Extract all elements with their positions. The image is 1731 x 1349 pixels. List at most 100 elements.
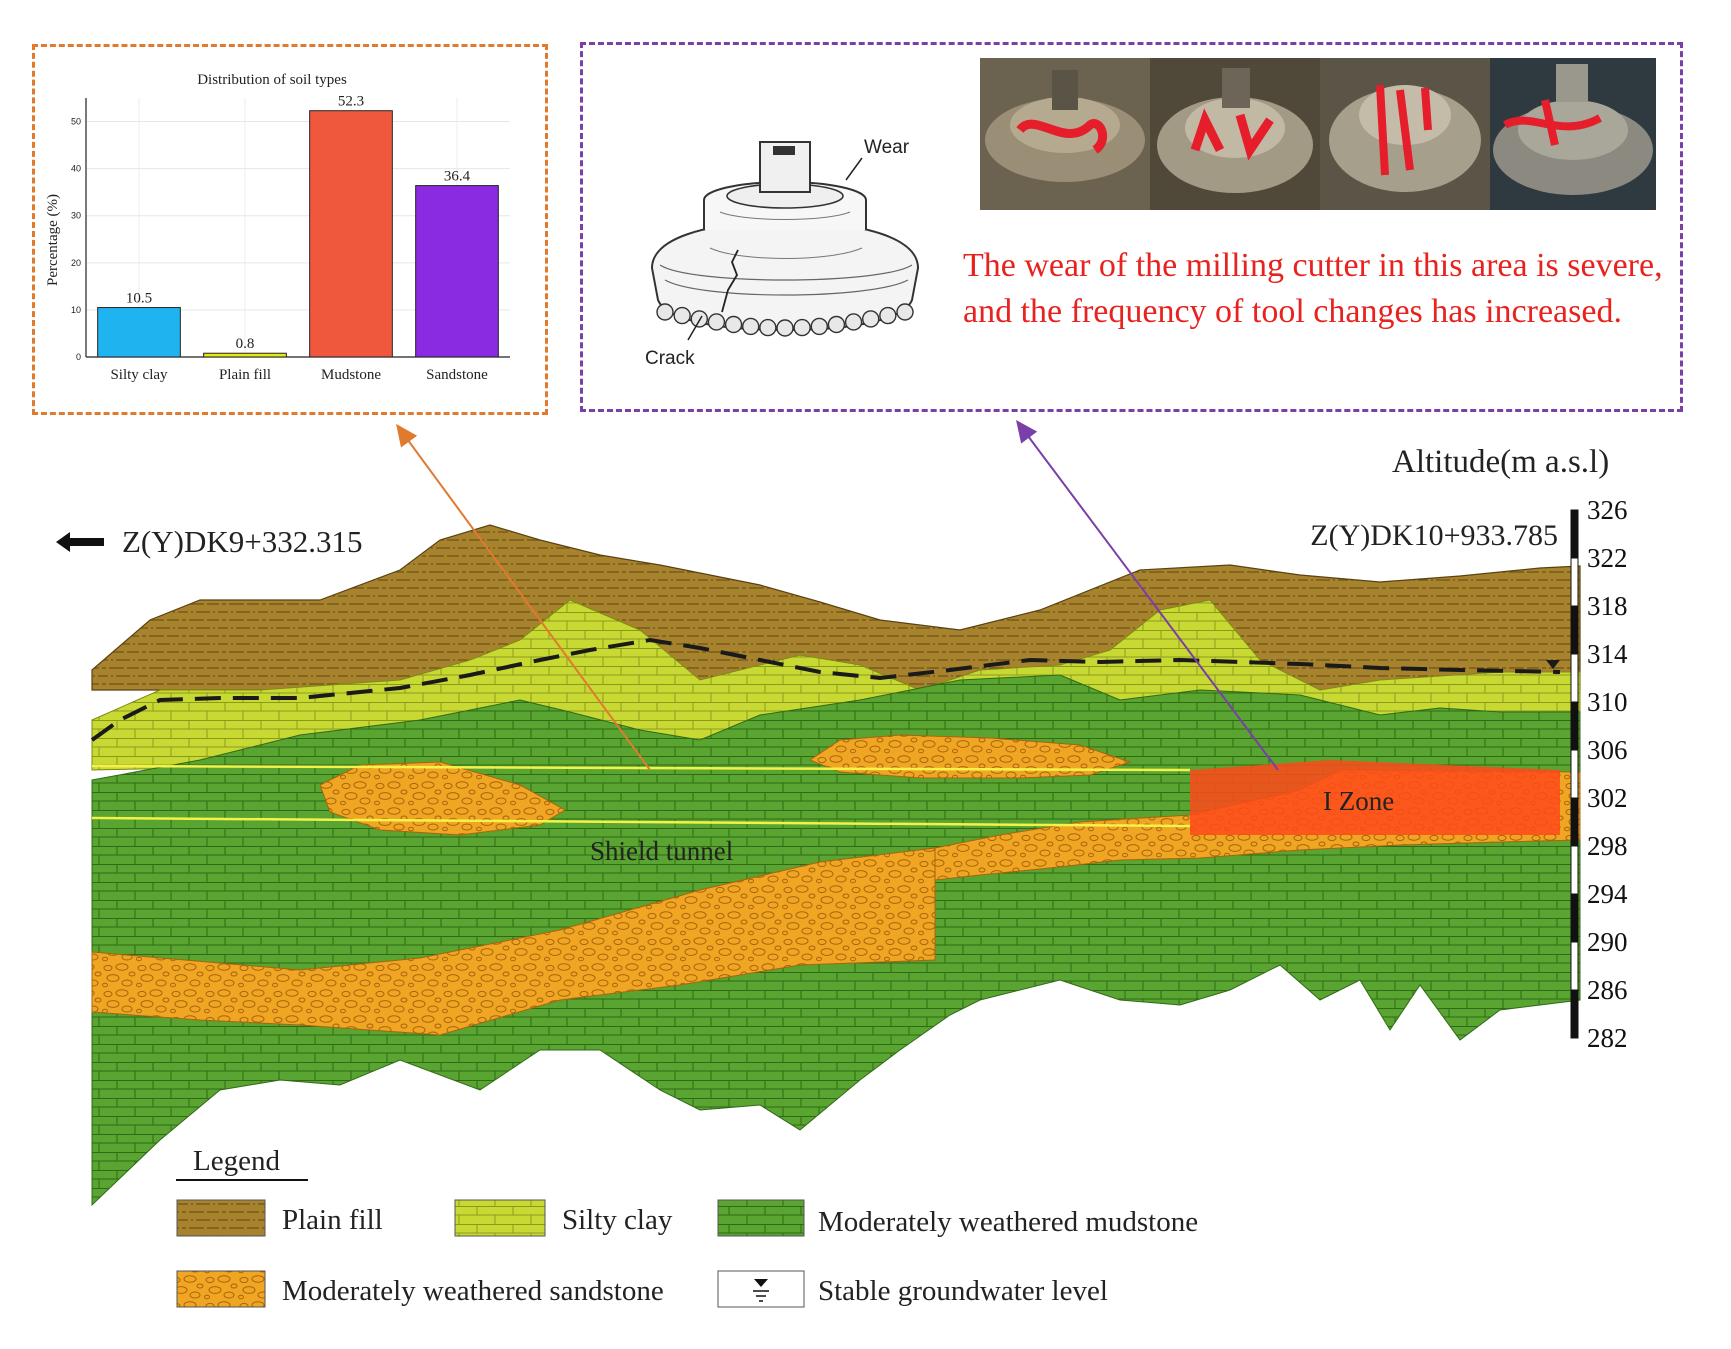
altitude-tick-label: 302 [1587,783,1628,813]
altitude-tick-label: 290 [1587,927,1628,957]
altitude-tick-label: 322 [1587,543,1628,573]
chart-bar [309,110,393,358]
wear-pointer [845,157,863,181]
legend-title: Legend [193,1145,280,1177]
chart-data-label: 10.5 [126,291,152,307]
chart-x-tick-label: Sandstone [426,367,488,383]
altitude-scale-segment [1570,653,1579,703]
altitude-tick-label: 294 [1587,879,1628,909]
altitude-tick-label: 326 [1587,495,1628,525]
cutter-tooth [844,313,863,331]
altitude-scale-segment [1570,749,1579,799]
altitude-scale-segment [1570,557,1579,607]
chart-title: Distribution of soil types [197,72,347,88]
cutter-photo-strip [980,58,1656,210]
chart-x-tick-label: Mudstone [321,367,381,383]
shield-tunnel-label: Shield tunnel [590,836,733,866]
cutter-teeth [656,303,914,337]
cutter-tooth [690,310,708,328]
cutter-tooth [742,317,760,336]
cutter-tooth [810,317,828,336]
chart-data-label: 52.3 [338,94,364,110]
altitude-tick-label: 298 [1587,831,1628,861]
left-arrow-icon [56,532,104,552]
altitude-axis-title: Altitude(m a.s.l) [1392,444,1609,480]
altitude-scale-segment [1570,893,1579,943]
groundwater-marker-icon [1546,660,1560,669]
cutter-tooth [759,318,777,337]
legend-item-sandstone: Moderately weathered sandstone [176,1270,664,1308]
cutter-callout-box [580,42,1683,412]
chart-y-tick-label: 30 [71,211,81,221]
altitude-tick-label: 286 [1587,975,1628,1005]
chart-y-axis-label: Percentage (%) [45,194,61,286]
altitude-tick-label: 318 [1587,591,1628,621]
altitude-tick-label: 282 [1587,1023,1628,1053]
altitude-scale-segment [1570,797,1579,847]
chart-bar [415,185,499,358]
svg-text:Moderately weathered mudstone: Moderately weathered mudstone [818,1206,1198,1238]
soil-distribution-chart: Distribution of soil types Percentage (%… [45,72,510,383]
legend-item-mudstone: Moderately weathered mudstone [717,1199,1198,1238]
altitude-tick-label: 314 [1587,639,1628,669]
cutter-tooth [776,319,794,337]
cutter-tooth [862,310,880,328]
arrow-to-cutter [1016,419,1279,771]
cutter-photo-2 [1150,58,1320,210]
i-zone-label: I Zone [1323,786,1394,816]
altitude-scale-segment [1570,845,1579,895]
cutter-photo-3 [1320,58,1490,210]
altitude-scale-segment [1570,509,1579,559]
svg-text:Silty clay: Silty clay [562,1204,673,1236]
cutter-tooth [827,315,846,334]
svg-text:Moderately weathered sandstone: Moderately weathered sandstone [282,1275,664,1307]
svg-text:Plain fill: Plain fill [282,1204,383,1236]
chart-y-tick-label: 10 [71,305,81,315]
chart-data-label: 0.8 [236,336,255,352]
chart-y-tick-label: 20 [71,258,81,268]
tunnel-bottom-line [91,816,1191,828]
crack-pointer [687,315,703,341]
geological-cross-section: Shield tunnel I Zone [90,524,1581,1207]
chart-x-tick-label: Silty clay [110,367,168,383]
cutter-tooth [879,306,897,325]
cutter-tooth [707,313,726,331]
groundwater-symbol-icon [754,1279,768,1287]
altitude-scale-segment [1570,941,1579,991]
chart-y-tick-label: 50 [71,117,81,127]
chart-y-tick-label: 40 [71,164,81,174]
legend-item-silty-clay: Silty clay [454,1199,673,1237]
arrow-to-chart [396,423,651,771]
sandstone-lens-2 [808,734,1132,779]
chart-x-tick-label: Plain fill [219,367,271,383]
cutter-tooth [656,303,674,321]
cutter-wear-note: The wear of the milling cutter in this a… [963,247,1663,330]
svg-text:Stable groundwater level: Stable groundwater level [818,1275,1108,1307]
chart-bar [97,307,181,358]
altitude-scale-segment [1570,605,1579,655]
chart-data-label: 36.4 [444,169,471,185]
tunnel-top-line [91,764,1191,772]
groundwater-line [90,637,1561,742]
milling-cutter-sketch: Wear Crack [645,137,920,369]
cutter-photo-1 [980,58,1150,210]
cutter-tooth [724,315,743,334]
legend-item-groundwater: Stable groundwater level [717,1270,1108,1308]
start-chainage: Z(Y)DK9+332.315 [122,524,362,559]
end-chainage: Z(Y)DK10+933.785 [1310,519,1558,552]
altitude-tick-label: 306 [1587,735,1628,765]
legend-item-plain-fill: Plain fill [176,1199,383,1237]
altitude-scale-segment [1570,701,1579,751]
crack-label: Crack [645,348,695,369]
cutter-tooth [673,306,691,325]
sandstone-band [91,847,936,1036]
cutter-photo-4 [1490,58,1656,210]
chart-bars: 10.5 0.8 52.3 36.4 [97,94,499,358]
altitude-scale-segment [1570,989,1579,1039]
cutter-tooth [793,318,811,337]
chart-bar [203,352,287,358]
chart-callout-box [32,44,548,415]
